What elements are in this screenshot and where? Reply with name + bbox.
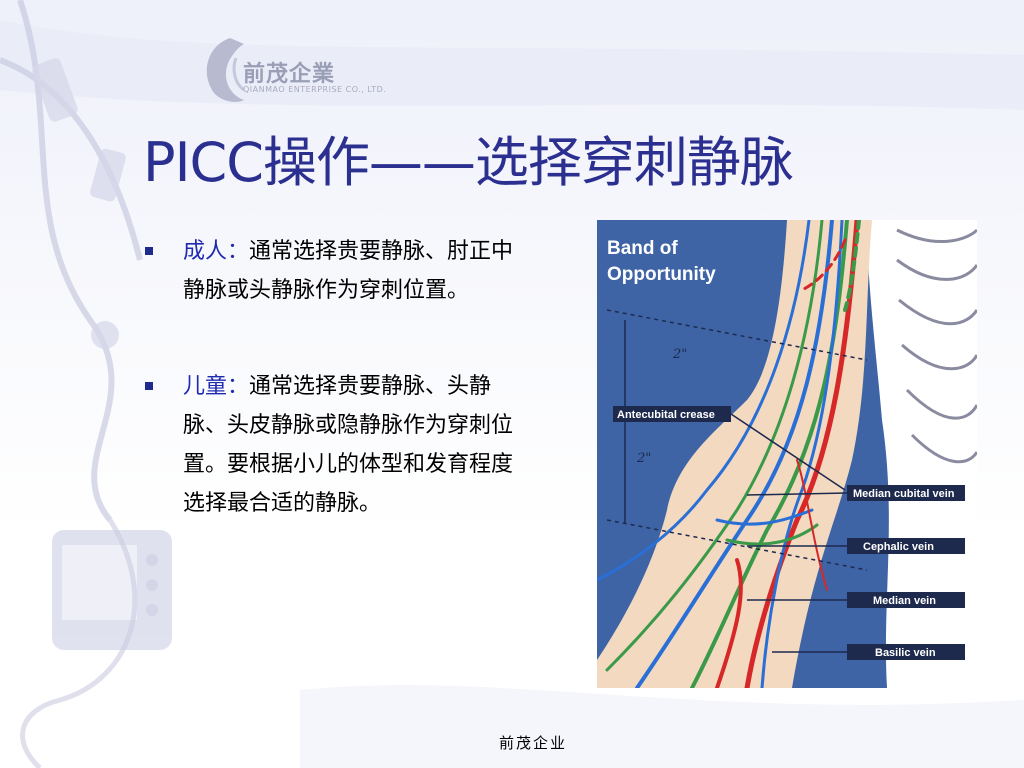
bullet-marker [145, 247, 153, 255]
bullet-text: 儿童：通常选择贵要静脉、头静脉、头皮静脉或隐静脉作为穿刺位置。要根据小儿的体型和… [183, 367, 530, 523]
ribcage [896, 228, 977, 464]
logo-subtext: QIANMAO ENTERPRISE CO., LTD. [243, 85, 387, 94]
figure-heading-line1: Band of [607, 238, 678, 259]
bullet-label: 儿童： [183, 374, 250, 399]
slide-footer: 前茂企业 [499, 734, 568, 752]
label-box-basilic [847, 644, 965, 660]
label-antecubital: Antecubital crease [617, 409, 715, 421]
bullet-text: 成人：通常选择贵要静脉、肘正中静脉或头静脉作为穿刺位置。 [183, 232, 530, 310]
label-cephalic: Cephalic vein [863, 541, 934, 553]
arm-vein-illustration: Band of Opportunity 2" 2" Antecubital cr… [597, 220, 977, 688]
bullet-child: 儿童：通常选择贵要静脉、头静脉、头皮静脉或隐静脉作为穿刺位置。要根据小儿的体型和… [145, 367, 530, 523]
label-box-cephalic [847, 538, 965, 554]
bullet-adult: 成人：通常选择贵要静脉、肘正中静脉或头静脉作为穿刺位置。 [145, 232, 530, 310]
company-logo [206, 38, 245, 102]
figure-heading-line2: Opportunity [607, 264, 716, 285]
label-box-antecubital [613, 406, 731, 422]
slide-title: PICC操作——选择穿刺静脉 [143, 131, 794, 194]
label-basilic: Basilic vein [875, 647, 936, 659]
bullet-body: 通常选择贵要静脉、肘正中静脉或头静脉作为穿刺位置。 [183, 239, 514, 303]
torso-area [867, 220, 977, 688]
bullet-marker [145, 382, 153, 390]
label-median: Median vein [873, 595, 936, 607]
logo-text: 前茂企業 [243, 62, 336, 87]
measure-label-bottom: 2" [636, 451, 651, 466]
label-median-cubital: Median cubital vein [853, 488, 955, 500]
bullet-body: 通常选择贵要静脉、头静脉、头皮静脉或隐静脉作为穿刺位置。要根据小儿的体型和发育程… [183, 374, 514, 516]
veins [597, 220, 861, 688]
bullet-label: 成人： [183, 239, 250, 264]
label-box-median [847, 592, 965, 608]
label-box-median-cubital [847, 485, 965, 501]
measure-label-top: 2" [672, 347, 687, 362]
medical-device-watermark [0, 0, 172, 768]
